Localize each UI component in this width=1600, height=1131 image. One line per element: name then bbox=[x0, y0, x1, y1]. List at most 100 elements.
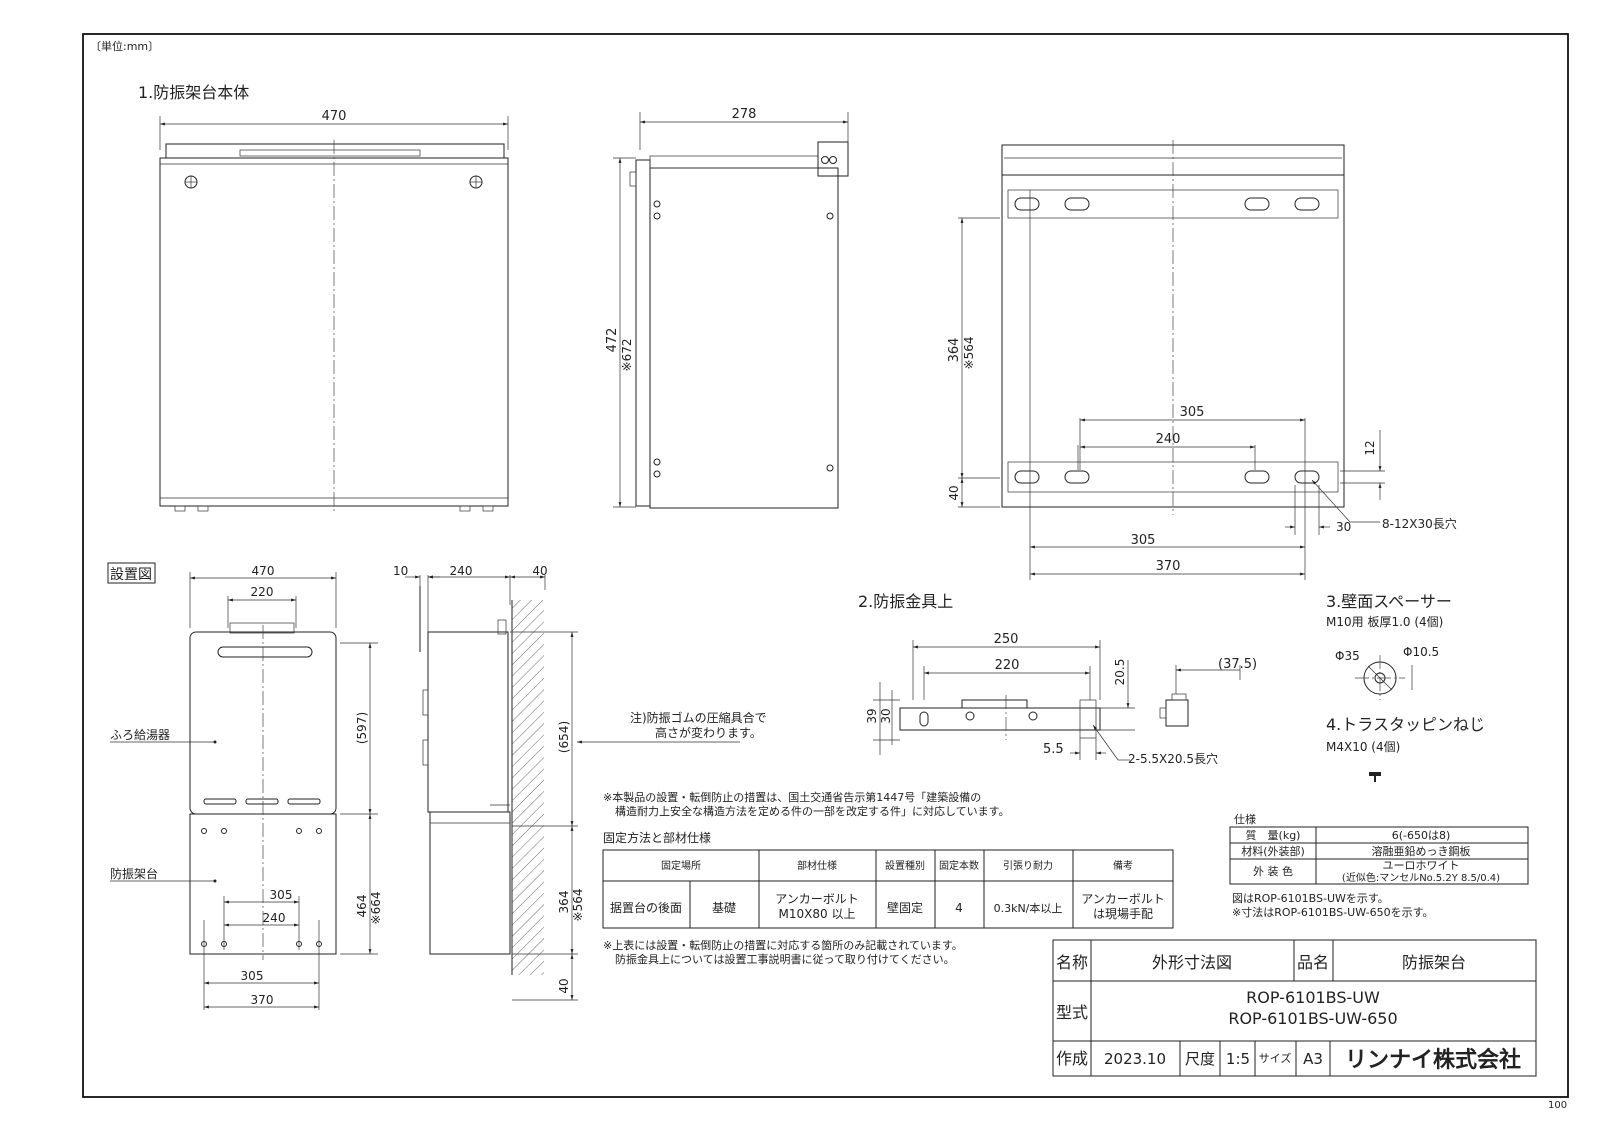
dim-side-height-650: ※672 bbox=[620, 339, 634, 372]
svg-text:引張り耐力: 引張り耐力 bbox=[1003, 859, 1053, 872]
svg-text:尺度: 尺度 bbox=[1185, 1050, 1215, 1068]
svg-text:※564: ※564 bbox=[571, 889, 585, 922]
svg-text:Φ35: Φ35 bbox=[1335, 649, 1360, 663]
spec-note-1: 図はROP-6101BS-UWを示す。 bbox=[1232, 892, 1389, 905]
svg-text:名称: 名称 bbox=[1056, 953, 1088, 972]
sheet-border bbox=[82, 33, 1569, 1098]
svg-text:2-5.5X20.5長穴: 2-5.5X20.5長穴 bbox=[1128, 751, 1218, 766]
svg-text:備考: 備考 bbox=[1113, 859, 1133, 872]
dim-back-564: ※564 bbox=[962, 337, 976, 370]
svg-text:ROP-6101BS-UW-650: ROP-6101BS-UW-650 bbox=[1228, 1009, 1397, 1028]
svg-text:(654): (654) bbox=[557, 721, 571, 753]
svg-text:0.3kN/本以上: 0.3kN/本以上 bbox=[994, 901, 1063, 915]
svg-text:250: 250 bbox=[994, 632, 1019, 647]
install-side-view: 10 240 40 (654) 364 ※564 40 bbox=[393, 564, 585, 1001]
svg-text:464: 464 bbox=[355, 895, 369, 918]
dim-front-width: 470 bbox=[322, 109, 347, 124]
back-view: 305 240 364 ※564 40 12 30 8-12X30長穴 305 … bbox=[947, 140, 1457, 580]
svg-text:溶融亜鉛めっき鋼板: 溶融亜鉛めっき鋼板 bbox=[1372, 844, 1471, 858]
svg-text:470: 470 bbox=[252, 564, 275, 578]
company-name: リンナイ株式会社 bbox=[1345, 1047, 1521, 1073]
section3-sub: M10用 板厚1.0 (4個) bbox=[1326, 615, 1443, 629]
svg-text:外形寸法図: 外形寸法図 bbox=[1152, 953, 1232, 972]
slot-holes-bottom bbox=[1014, 470, 1320, 484]
svg-text:1:5: 1:5 bbox=[1226, 1050, 1250, 1068]
svg-text:(597): (597) bbox=[355, 712, 369, 744]
svg-text:40: 40 bbox=[557, 978, 571, 993]
install-title: 設置図 bbox=[110, 567, 152, 583]
svg-text:305: 305 bbox=[241, 969, 264, 983]
svg-text:部材仕様: 部材仕様 bbox=[797, 859, 837, 872]
svg-text:364: 364 bbox=[557, 891, 571, 914]
svg-text:20.5: 20.5 bbox=[1113, 659, 1127, 686]
svg-text:は現場手配: は現場手配 bbox=[1093, 907, 1153, 921]
dim-back-30: 30 bbox=[1336, 520, 1351, 534]
svg-text:A3: A3 bbox=[1303, 1050, 1323, 1068]
spacer-drawing: Φ35 Φ10.5 bbox=[1335, 645, 1439, 700]
dim-back-240: 240 bbox=[1156, 432, 1181, 447]
svg-text:39: 39 bbox=[865, 708, 879, 723]
svg-text:220: 220 bbox=[251, 585, 274, 599]
svg-text:305: 305 bbox=[270, 888, 293, 902]
section4-title: 4.トラスタッピンねじ bbox=[1326, 715, 1485, 734]
screw-icon bbox=[1369, 772, 1381, 782]
svg-text:2023.10: 2023.10 bbox=[1104, 1050, 1166, 1068]
svg-text:ROP-6101BS-UW: ROP-6101BS-UW bbox=[1246, 988, 1380, 1007]
svg-text:240: 240 bbox=[450, 564, 473, 578]
svg-text:30: 30 bbox=[879, 708, 893, 723]
svg-text:固定本数: 固定本数 bbox=[939, 859, 979, 872]
spec-title: 仕様 bbox=[1234, 812, 1256, 826]
spec-table: 質 量(kg) 6(-650は8) 材料(外装部) 溶融亜鉛めっき鋼板 外 装 … bbox=[1229, 826, 1529, 885]
dim-back-bottom-305: 305 bbox=[1131, 533, 1156, 548]
svg-text:材料(外装部): 材料(外装部) bbox=[1241, 844, 1305, 858]
dim-back-bottom-370: 370 bbox=[1156, 559, 1181, 574]
fix-table-title: 固定方法と部材仕様 bbox=[603, 830, 711, 845]
svg-text:据置台の後面: 据置台の後面 bbox=[610, 900, 682, 915]
wall-hatch bbox=[512, 600, 544, 975]
svg-text:型式: 型式 bbox=[1056, 1003, 1088, 1022]
dim-back-305: 305 bbox=[1180, 405, 1205, 420]
svg-text:40: 40 bbox=[532, 564, 547, 578]
bracket-drawing: 250 220 20.5 39 30 5.5 2-5.5X20.5長穴 (37.… bbox=[865, 632, 1257, 766]
dim-back-364: 364 bbox=[947, 338, 962, 363]
spec-note-2: ※寸法はROP-6101BS-UW-650を示す。 bbox=[1232, 905, 1434, 919]
svg-text:5.5: 5.5 bbox=[1043, 742, 1064, 757]
slot-holes-top bbox=[1014, 197, 1320, 211]
notice-bottom-2: 防振金具上については設置工事説明書に従って取り付けてください。 bbox=[615, 952, 955, 966]
svg-text:固定場所: 固定場所 bbox=[661, 859, 701, 872]
svg-text:外 装 色: 外 装 色 bbox=[1253, 864, 1293, 878]
title-block: 名称 外形寸法図 品名 防振架台 型式 ROP-6101BS-UW ROP-61… bbox=[1052, 939, 1537, 1077]
section4-sub: M4X10 (4個) bbox=[1326, 740, 1400, 754]
svg-text:(近似色:マンセルNo.5.2Y 8.5/0.4): (近似色:マンセルNo.5.2Y 8.5/0.4) bbox=[1342, 871, 1500, 884]
svg-text:サイズ: サイズ bbox=[1259, 1051, 1292, 1065]
label-stand: 防振架台 bbox=[110, 866, 158, 881]
section1-title: 1.防振架台本体 bbox=[138, 83, 249, 102]
label-heater: ふろ給湯器 bbox=[110, 728, 170, 742]
svg-text:品名: 品名 bbox=[1297, 953, 1329, 972]
side-view: 278 472 ※672 bbox=[605, 107, 849, 509]
svg-text:質 量(kg): 質 量(kg) bbox=[1246, 828, 1301, 842]
notice-bottom-1: ※上表には設置・転倒防止の措置に対応する箇所のみ記載されています。 bbox=[603, 938, 963, 952]
svg-text:ユーロホワイト: ユーロホワイト bbox=[1383, 859, 1460, 872]
svg-text:アンカーボルト: アンカーボルト bbox=[775, 892, 859, 906]
svg-text:防振架台: 防振架台 bbox=[1402, 953, 1466, 972]
svg-text:(37.5): (37.5) bbox=[1218, 657, 1257, 672]
install-title-box bbox=[107, 562, 156, 584]
dim-back-12: 12 bbox=[1363, 440, 1377, 455]
sheet-number: 100 bbox=[1548, 1100, 1567, 1111]
svg-text:4: 4 bbox=[955, 901, 963, 915]
front-view: 470 bbox=[159, 109, 509, 512]
svg-text:作成: 作成 bbox=[1056, 1049, 1088, 1068]
svg-text:アンカーボルト: アンカーボルト bbox=[1081, 892, 1165, 906]
slot-label: 8-12X30長穴 bbox=[1382, 516, 1457, 531]
svg-text:6(-650は8): 6(-650は8) bbox=[1392, 829, 1451, 842]
notice-top-2: 構造耐力上安全な構造方法を定める件の一部を改定する件」に対応しています。 bbox=[615, 804, 1010, 818]
note-rubber-2: 高さが変わります。 bbox=[655, 725, 762, 740]
svg-text:240: 240 bbox=[263, 911, 286, 925]
svg-text:設置種別: 設置種別 bbox=[885, 859, 925, 872]
svg-text:※664: ※664 bbox=[369, 892, 383, 925]
svg-text:壁固定: 壁固定 bbox=[887, 900, 923, 915]
svg-text:Φ10.5: Φ10.5 bbox=[1403, 645, 1439, 659]
note-rubber-1: 注)防振ゴムの圧縮具合で bbox=[630, 710, 767, 725]
